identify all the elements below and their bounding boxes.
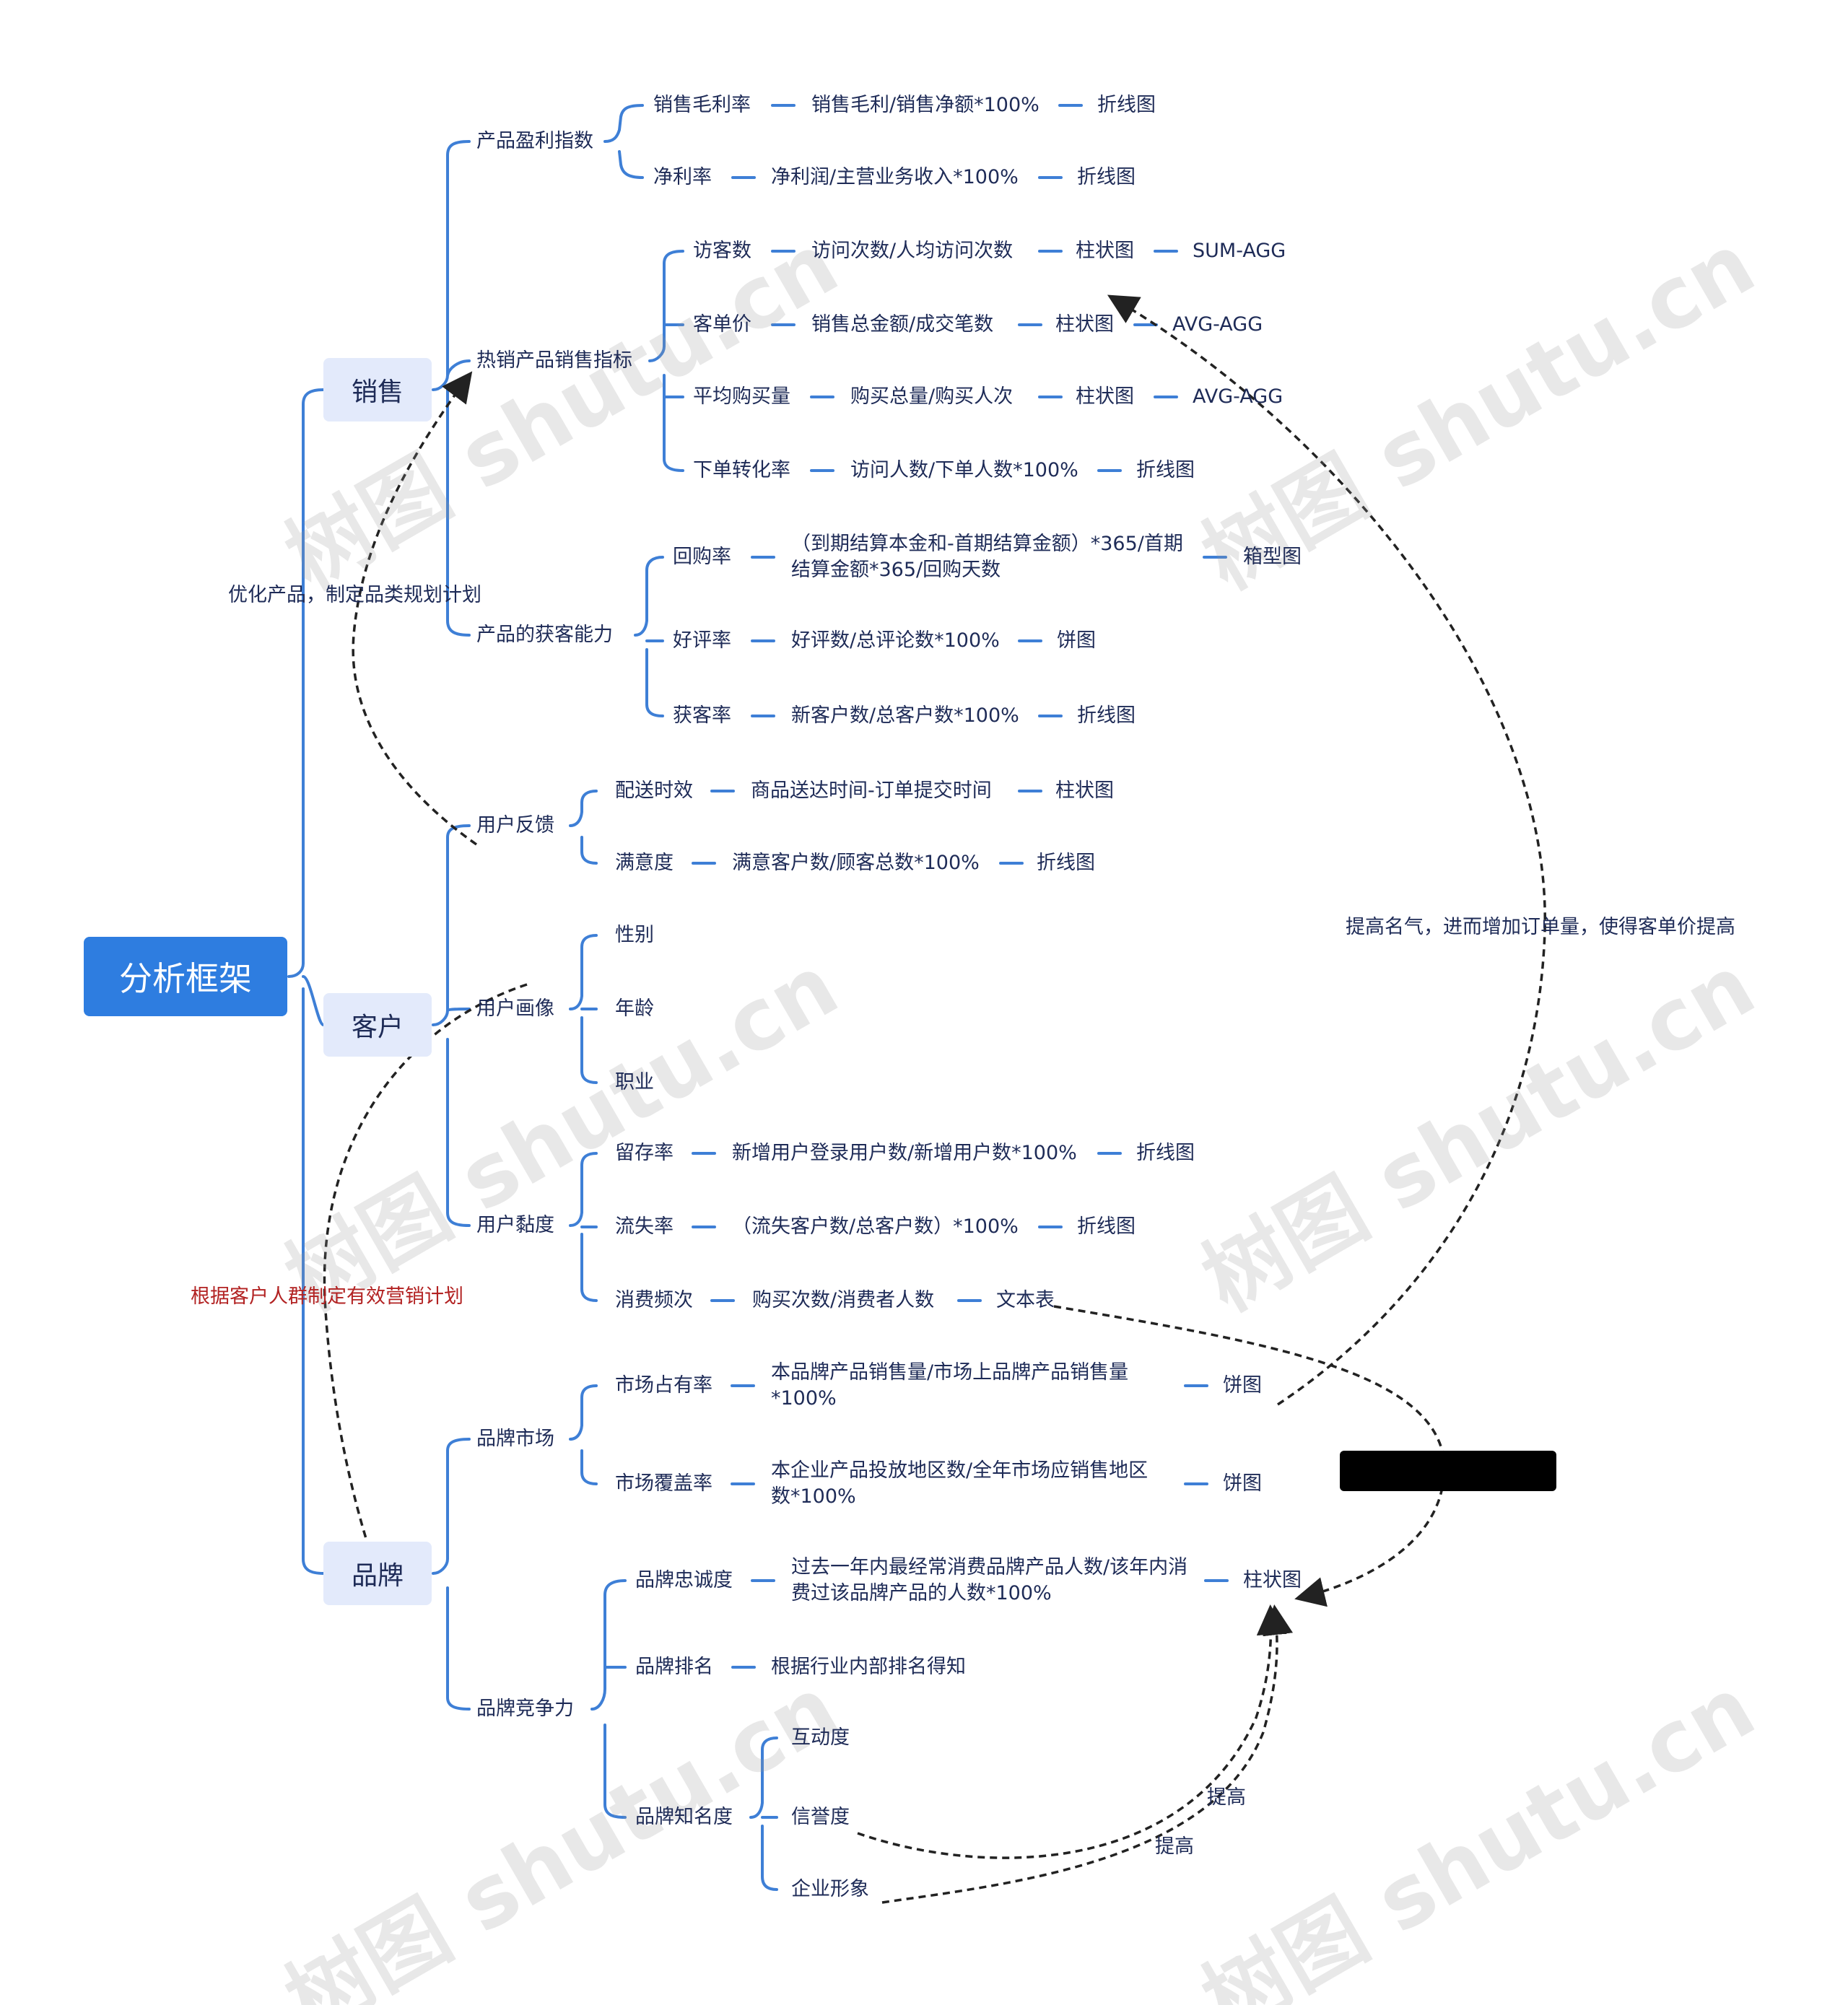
annotation-improve-1: 提高 [1207, 1786, 1246, 1809]
metric-name[interactable]: 品牌排名 [635, 1656, 713, 1678]
awareness-item[interactable]: 信誉度 [791, 1806, 850, 1828]
redacted-box [1340, 1451, 1556, 1491]
metric-formula[interactable]: 新客户数/总客户数*100% [791, 704, 1019, 727]
node-brand[interactable]: 品牌 [323, 1542, 432, 1605]
metric-chart[interactable]: 文本表 [996, 1289, 1055, 1311]
node-portrait[interactable]: 用户画像 [476, 997, 554, 1020]
metric-name[interactable]: 净利率 [653, 166, 712, 188]
node-profit-index[interactable]: 产品盈利指数 [476, 130, 593, 152]
metric-name[interactable]: 品牌忠诚度 [635, 1569, 733, 1591]
metric-chart[interactable]: 折线图 [1077, 166, 1136, 188]
metric-name[interactable]: 客单价 [693, 313, 751, 336]
metric-formula[interactable]: 购买总量/购买人次 [850, 385, 1014, 408]
metric-chart[interactable]: 柱状图 [1055, 779, 1114, 802]
optimize-arrow [352, 371, 478, 846]
metric-formula[interactable]: 销售毛利/销售净额*100% [811, 94, 1040, 116]
metric-name[interactable]: 下单转化率 [693, 459, 790, 481]
metric-formula[interactable]: 满意客户数/顾客总数*100% [732, 852, 980, 874]
metric-agg[interactable]: SUM-AGG [1193, 240, 1286, 262]
metric-formula[interactable]: 好评数/总评论数*100% [791, 629, 1000, 652]
metric-chart[interactable]: 柱状图 [1243, 1569, 1302, 1591]
node-brand-awareness[interactable]: 品牌知名度 [635, 1806, 733, 1828]
metric-chart[interactable]: 折线图 [1077, 704, 1136, 727]
metric-name[interactable]: 销售毛利率 [653, 94, 751, 116]
image-improve-arrow [881, 1604, 1294, 1904]
reputation-arrow [1107, 294, 1546, 1406]
annotation-marketing: 根据客户人群制定有效营销计划 [191, 1285, 463, 1308]
metric-name[interactable]: 访客数 [693, 240, 751, 262]
metric-name[interactable]: 满意度 [615, 852, 674, 874]
metric-formula[interactable]: 本企业产品投放地区数/全年市场应销售地区数*100% [771, 1459, 1149, 1508]
metric-formula[interactable]: （到期结算本金和-首期结算金额）*365/首期结算金额*365/回购天数 [791, 533, 1183, 581]
metric-name[interactable]: 配送时效 [615, 779, 693, 802]
metric-chart[interactable]: 饼图 [1223, 1472, 1262, 1495]
node-feedback[interactable]: 用户反馈 [476, 814, 554, 836]
frequency-arrow [1053, 1305, 1446, 1607]
metric-chart[interactable]: 柱状图 [1055, 313, 1114, 336]
metric-formula[interactable]: 访问人数/下单人数*100% [850, 459, 1078, 481]
node-customer[interactable]: 客户 [323, 993, 432, 1057]
portrait-item[interactable]: 年龄 [615, 997, 654, 1020]
node-brand-competition[interactable]: 品牌竞争力 [476, 1698, 574, 1720]
metric-formula[interactable]: 新增用户登录用户数/新增用户数*100% [732, 1142, 1077, 1164]
metric-chart[interactable]: 折线图 [1136, 459, 1195, 481]
portrait-item[interactable]: 职业 [615, 1071, 654, 1093]
metric-chart[interactable]: 饼图 [1057, 629, 1096, 652]
annotation-reputation: 提高名气，进而增加订单量，使得客单价提高 [1346, 916, 1735, 938]
node-acquire[interactable]: 产品的获客能力 [476, 624, 613, 646]
credibility-improve-arrow [857, 1604, 1287, 1859]
metric-chart[interactable]: 折线图 [1097, 94, 1156, 116]
awareness-item[interactable]: 企业形象 [791, 1878, 869, 1900]
node-hot-products[interactable]: 热销产品销售指标 [476, 349, 632, 372]
portrait-item[interactable]: 性别 [615, 924, 654, 946]
annotation-improve-2: 提高 [1155, 1835, 1194, 1858]
metric-name[interactable]: 留存率 [615, 1142, 674, 1164]
metric-name[interactable]: 好评率 [673, 629, 731, 652]
metric-chart[interactable]: 折线图 [1077, 1215, 1136, 1238]
root-node[interactable]: 分析框架 [84, 937, 287, 1016]
metric-chart[interactable]: 柱状图 [1076, 240, 1134, 262]
awareness-item[interactable]: 互动度 [791, 1726, 850, 1749]
metric-chart[interactable]: 折线图 [1037, 852, 1095, 874]
node-sales[interactable]: 销售 [323, 358, 432, 421]
node-brand-market[interactable]: 品牌市场 [476, 1428, 554, 1450]
metric-name[interactable]: 市场覆盖率 [615, 1472, 712, 1495]
metric-agg[interactable]: AVG-AGG [1193, 385, 1283, 408]
annotation-optimize: 优化产品，制定品类规划计划 [228, 584, 481, 606]
root-connector [287, 388, 325, 978]
metric-formula[interactable]: 过去一年内最经常消费品牌产品人数/该年内消费过该品牌产品的人数*100% [791, 1556, 1188, 1604]
node-stickiness[interactable]: 用户黏度 [476, 1214, 554, 1236]
metric-chart[interactable]: 折线图 [1136, 1142, 1195, 1164]
metric-name[interactable]: 消费频次 [615, 1289, 693, 1311]
metric-chart[interactable]: 柱状图 [1076, 385, 1134, 408]
metric-name[interactable]: 市场占有率 [615, 1374, 712, 1397]
metric-formula[interactable]: 本品牌产品销售量/市场上品牌产品销售量*100% [771, 1361, 1129, 1410]
metric-formula[interactable]: 净利润/主营业务收入*100% [771, 166, 1019, 188]
metric-name[interactable]: 获客率 [673, 704, 731, 727]
metric-formula[interactable]: （流失客户数/总客户数）*100% [732, 1215, 1019, 1238]
metric-name[interactable]: 流失率 [615, 1215, 674, 1238]
metric-chart[interactable]: 饼图 [1223, 1374, 1262, 1397]
metric-chart[interactable]: 箱型图 [1243, 546, 1302, 568]
metric-name[interactable]: 回购率 [673, 546, 731, 568]
metric-name[interactable]: 平均购买量 [693, 385, 790, 408]
metric-formula[interactable]: 销售总金额/成交笔数 [811, 313, 994, 336]
metric-agg[interactable]: AVG-AGG [1172, 313, 1263, 336]
metric-formula[interactable]: 购买次数/消费者人数 [752, 1289, 935, 1311]
metric-formula[interactable]: 根据行业内部排名得知 [771, 1656, 966, 1678]
metric-formula[interactable]: 商品送达时间-订单提交时间 [751, 779, 992, 802]
metric-formula[interactable]: 访问次数/人均访问次数 [811, 240, 1014, 262]
